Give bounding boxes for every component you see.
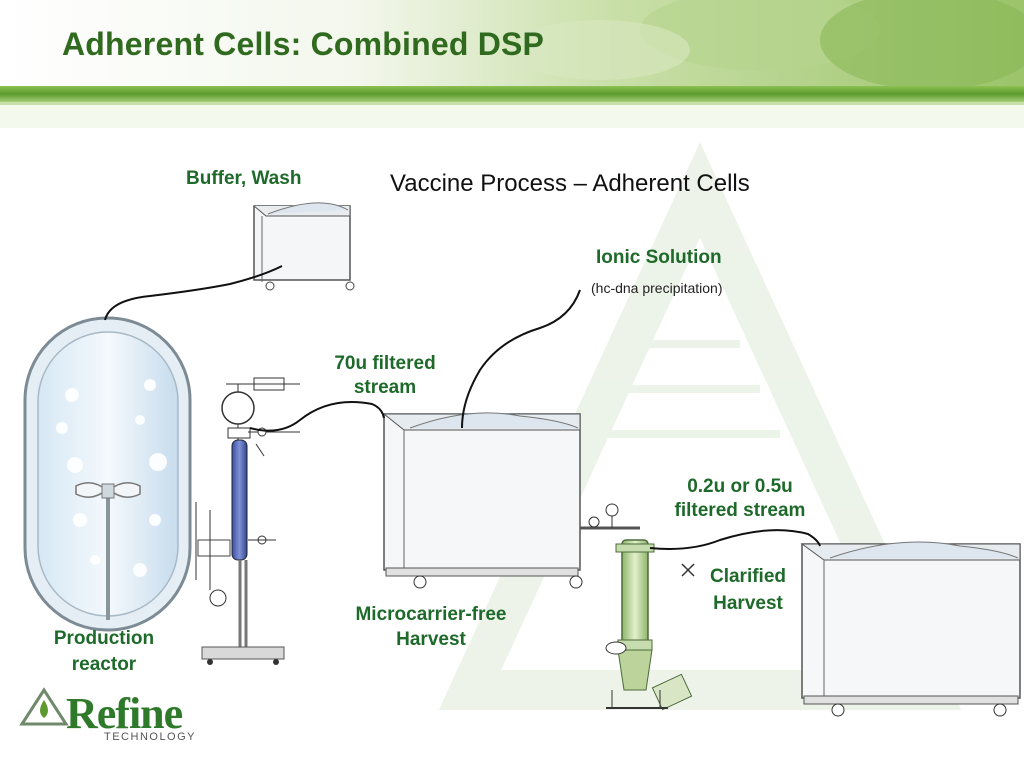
buffer-tank <box>253 202 355 291</box>
label-production-line1: Production <box>53 628 155 649</box>
header-background <box>0 0 1024 128</box>
label-production-line2: reactor <box>71 654 137 675</box>
refine-logo-icon <box>19 687 69 726</box>
connection-lines <box>104 265 821 550</box>
page-title: Adherent Cells: Combined DSP <box>62 26 545 62</box>
diagram-subtitle: Vaccine Process – Adherent Cells <box>390 170 750 197</box>
label-ionic-note: (hc-dna precipitation) <box>591 280 723 296</box>
label-clarified-line1: Clarified <box>709 566 787 587</box>
label-02u-line2: filtered stream <box>674 500 806 521</box>
header-band: Adherent Cells: Combined DSP <box>0 0 1024 128</box>
label-microcarrier-line2: Harvest <box>396 629 466 650</box>
separator-column <box>195 377 300 665</box>
label-70u-line2: stream <box>353 377 417 398</box>
line-reactor-to-tank <box>249 401 385 432</box>
label-70u-line1: 70u filtered <box>334 353 436 374</box>
valve-icon <box>681 563 695 577</box>
refine-logo-sub: TECHNOLOGY <box>104 731 197 743</box>
label-microcarrier-line1: Microcarrier-free <box>355 604 507 625</box>
line-ionic-to-tank <box>461 289 581 429</box>
label-02u-line1: 0.2u or 0.5u <box>687 476 793 497</box>
label-70u-filtered: 70u filtered stream <box>320 352 450 400</box>
watermark-triangle <box>438 142 962 710</box>
label-production-reactor: Production reactor <box>36 626 172 678</box>
line-buffer-to-reactor <box>104 265 283 321</box>
label-ionic-solution: Ionic Solution <box>596 247 722 268</box>
filter-housing <box>580 503 693 711</box>
refine-logo-word: Refine <box>66 689 183 738</box>
label-microcarrier-harvest: Microcarrier-free Harvest <box>336 602 526 652</box>
label-clarified-line2: Harvest <box>713 593 783 614</box>
production-reactor <box>23 316 192 632</box>
label-buffer-wash: Buffer, Wash <box>186 168 302 189</box>
label-clarified-harvest: Clarified Harvest <box>696 563 800 617</box>
label-02u-filtered: 0.2u or 0.5u filtered stream <box>660 475 820 523</box>
clarified-tank <box>800 541 1021 717</box>
line-filter-to-tank <box>649 529 821 550</box>
microcarrier-tank <box>382 412 583 589</box>
